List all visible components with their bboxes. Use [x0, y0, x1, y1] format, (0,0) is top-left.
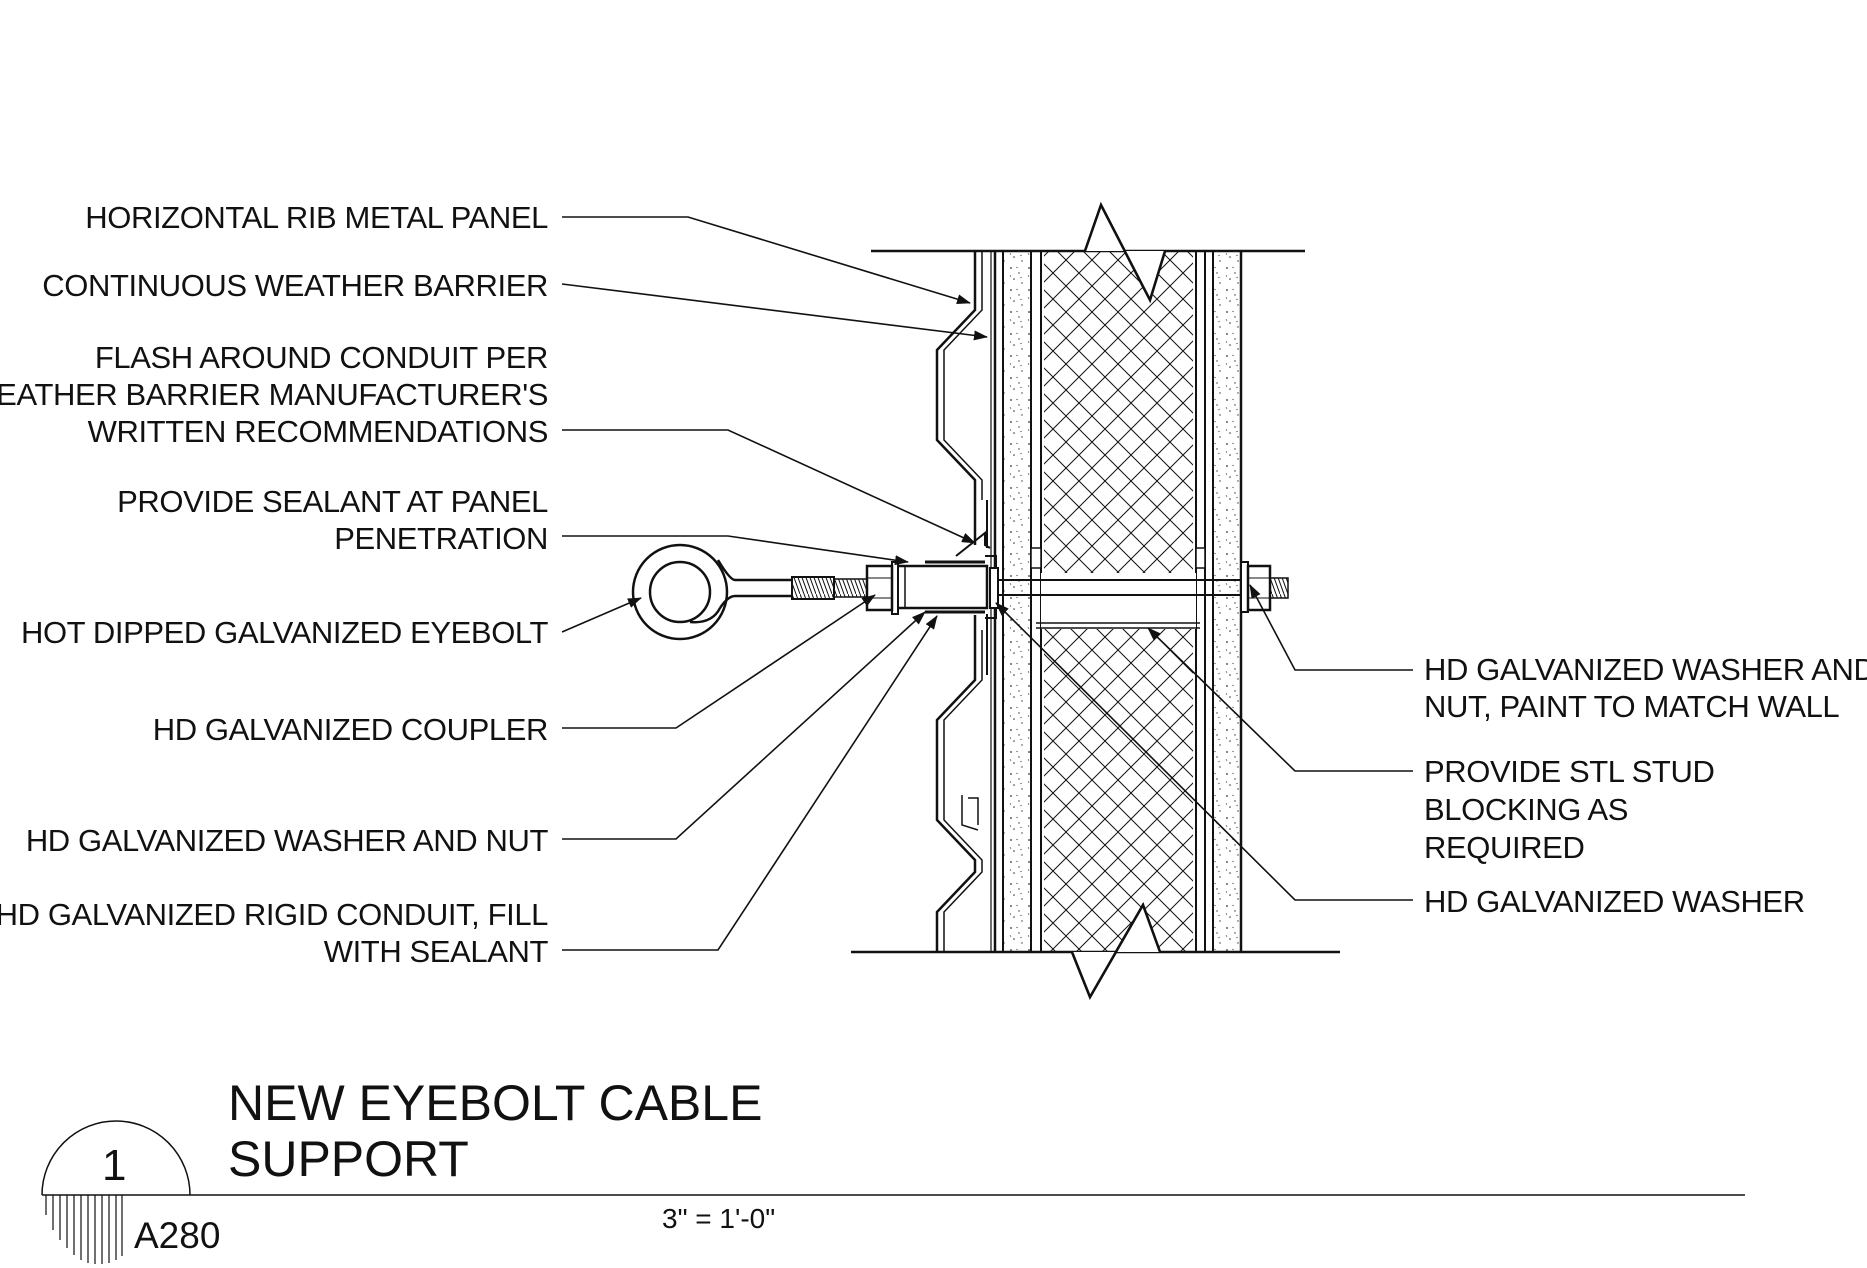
- callout-washer-nut-paint-line1: HD GALVANIZED WASHER AND: [1424, 652, 1867, 687]
- callout-flash-around-conduit-line1: FLASH AROUND CONDUIT PER: [95, 340, 548, 375]
- bubble-hatch: [45, 1195, 123, 1264]
- wall-section: [851, 201, 1340, 1000]
- callout-stud-blocking-line2: BLOCKING AS: [1424, 792, 1628, 827]
- detail-title-line2: SUPPORT: [228, 1131, 469, 1187]
- callout-provide-sealant-line1: PROVIDE SEALANT AT PANEL: [117, 484, 548, 519]
- metal-panel: [935, 251, 991, 952]
- callout-washer-nut-paint-line2: NUT, PAINT TO MATCH WALL: [1424, 689, 1839, 724]
- callout-eyebolt: HOT DIPPED GALVANIZED EYEBOLT: [21, 615, 548, 650]
- callouts-right: HD GALVANIZED WASHER AND NUT, PAINT TO M…: [1424, 652, 1867, 919]
- callout-coupler: HD GALVANIZED COUPLER: [153, 712, 548, 747]
- callouts-left: HORIZONTAL RIB METAL PANEL CONTINUOUS WE…: [0, 200, 549, 969]
- callout-stud-blocking-line1: PROVIDE STL STUD: [1424, 754, 1714, 789]
- detail-title-line1: NEW EYEBOLT CABLE: [228, 1075, 762, 1131]
- callout-flash-around-conduit-line3: WRITTEN RECOMMENDATIONS: [88, 414, 548, 449]
- callout-rigid-conduit-line1: HD GALVANIZED RIGID CONDUIT, FILL: [0, 897, 548, 932]
- callout-horizontal-rib-metal-panel: HORIZONTAL RIB METAL PANEL: [85, 200, 548, 235]
- callout-stud-blocking-line3: REQUIRED: [1424, 830, 1584, 865]
- callout-provide-sealant-line2: PENETRATION: [334, 521, 548, 556]
- detail-title-block: 1 A280 NEW EYEBOLT CABLE SUPPORT 3" = 1'…: [41, 1075, 1745, 1264]
- callout-rigid-conduit-line2: WITH SEALANT: [324, 934, 549, 969]
- detail-number: 1: [102, 1141, 126, 1190]
- callout-flash-around-conduit-line2: WEATHER BARRIER MANUFACTURER'S: [0, 377, 548, 412]
- leader-lines: [561, 216, 1413, 951]
- detail-bubble: [41, 1120, 191, 1196]
- callout-washer-and-nut: HD GALVANIZED WASHER AND NUT: [26, 823, 549, 858]
- sheet-reference: A280: [134, 1215, 220, 1256]
- callout-continuous-weather-barrier: CONTINUOUS WEATHER BARRIER: [42, 268, 548, 303]
- eyebolt-assembly: [631, 543, 1289, 641]
- detail-scale: 3" = 1'-0": [662, 1203, 775, 1234]
- callout-washer: HD GALVANIZED WASHER: [1424, 884, 1805, 919]
